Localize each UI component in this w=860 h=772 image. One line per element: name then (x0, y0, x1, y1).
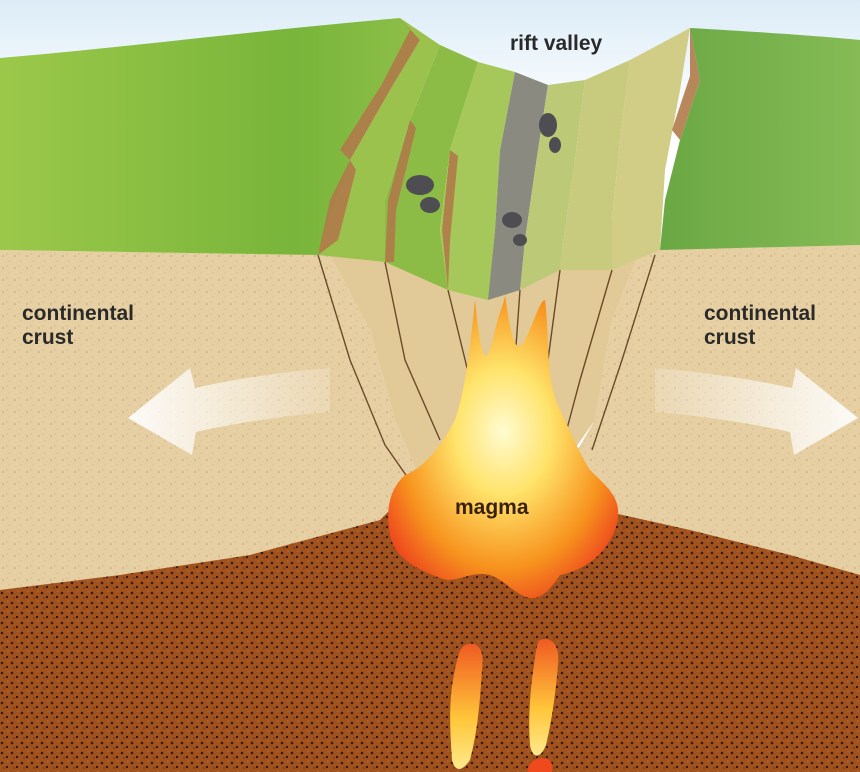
continental-crust-right-label: continental crust (704, 302, 816, 350)
magma-label: magma (455, 496, 529, 520)
continental-crust-left-label: continental crust (22, 302, 134, 350)
continental-crust-left-line-1: continental (22, 302, 134, 326)
continental-crust-left-line-2: crust (22, 326, 134, 350)
continental-crust-right-line-2: crust (704, 326, 816, 350)
continental-crust-right-line-1: continental (704, 302, 816, 326)
rift-valley-label: rift valley (510, 32, 602, 56)
